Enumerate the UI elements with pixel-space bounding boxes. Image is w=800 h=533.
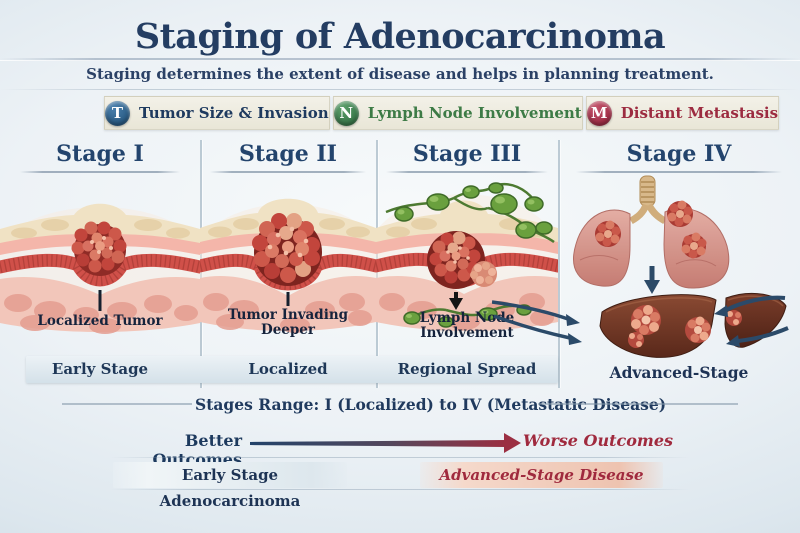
legend-label-tumor: Tumor Size & Invasion xyxy=(139,104,329,122)
n-badge-icon: N xyxy=(333,100,359,126)
submucosa-blobs xyxy=(203,293,372,333)
down-arrow-icon xyxy=(449,292,463,310)
stage-footer-band xyxy=(26,356,558,383)
early-stage-band: Early Stage Adenocarcinoma xyxy=(113,462,347,510)
header-hairline xyxy=(0,89,800,90)
stage3-tissue-illustration xyxy=(376,182,558,334)
t-badge-icon: T xyxy=(105,100,130,126)
page-title: Staging of Adenocarcinoma xyxy=(134,16,666,57)
trachea-icon xyxy=(629,175,667,225)
stage2-caption: Tumor Invading Deeper xyxy=(227,307,349,338)
legend-item-node: N Lymph Node Involvement xyxy=(332,96,583,130)
fatty-layer-blobs xyxy=(11,219,190,239)
tumor-side-cluster xyxy=(470,261,497,287)
fatty-layer-blobs xyxy=(208,218,370,238)
stage1-tissue-illustration xyxy=(0,203,200,334)
stage2-underline xyxy=(210,171,366,173)
page-subtitle: Staging determines the extent of disease… xyxy=(86,65,714,83)
range-line-left xyxy=(62,403,192,405)
stage3-underline xyxy=(386,171,548,173)
worse-outcomes-label: Worse Outcomes xyxy=(523,431,674,450)
stage4-title: Stage IV xyxy=(626,141,732,167)
lung-to-liver-arrow-icon xyxy=(644,266,660,294)
legend-label-node: Lymph Node Involvement xyxy=(367,104,582,122)
outcome-arrowhead-icon xyxy=(504,433,521,453)
stage3-caption: Lymph Node Involvement xyxy=(419,310,515,341)
stage3-title: Stage III xyxy=(412,141,522,167)
legend-item-tumor: T Tumor Size & Invasion xyxy=(104,96,330,130)
tumor-icon xyxy=(71,221,127,276)
liver-tumor-icons xyxy=(628,305,742,348)
metastasis-arrow-left-icons xyxy=(492,300,582,345)
submucosa-blobs xyxy=(4,294,198,334)
tnm-legend: T Tumor Size & Invasion N Lymph Node Inv… xyxy=(104,96,780,130)
range-line-right xyxy=(538,403,738,405)
lung-tumor-icons xyxy=(595,200,707,259)
stage2-title: Stage II xyxy=(239,141,337,167)
outcome-arrow xyxy=(250,440,506,447)
stage1-footer: Early Stage xyxy=(51,360,149,378)
advanced-stage-band: Advanced-Stage Disease xyxy=(420,462,663,488)
stage1-underline xyxy=(20,171,180,173)
stage1-caption: Localized Tumor xyxy=(37,313,163,329)
lymph-node-highlights xyxy=(397,188,535,318)
tumor-icon xyxy=(427,231,497,289)
stages-range-note: Stages Range: I (Localized) to IV (Metas… xyxy=(195,395,667,414)
title-divider xyxy=(0,58,800,61)
column-divider-3 xyxy=(558,140,560,388)
m-badge-icon: M xyxy=(586,100,612,126)
stage4-underline xyxy=(576,171,782,173)
legend-item-metastasis: M Distant Metastasis xyxy=(585,96,780,130)
stage2-footer: Localized xyxy=(248,360,328,378)
outcomes-hairline xyxy=(110,457,690,458)
stage2-tissue-illustration xyxy=(200,198,376,333)
legend-label-metastasis: Distant Metastasis xyxy=(620,104,779,122)
bottom-hairline xyxy=(110,489,690,490)
stage3-footer: Regional Spread xyxy=(397,360,537,378)
stage4-metastasis-illustration xyxy=(573,175,789,358)
tumor-icon xyxy=(252,213,322,286)
metastasis-arrow-right-icons xyxy=(714,295,789,347)
stage4-footer: Advanced-Stage xyxy=(609,363,749,382)
stage1-title: Stage I xyxy=(56,141,144,167)
